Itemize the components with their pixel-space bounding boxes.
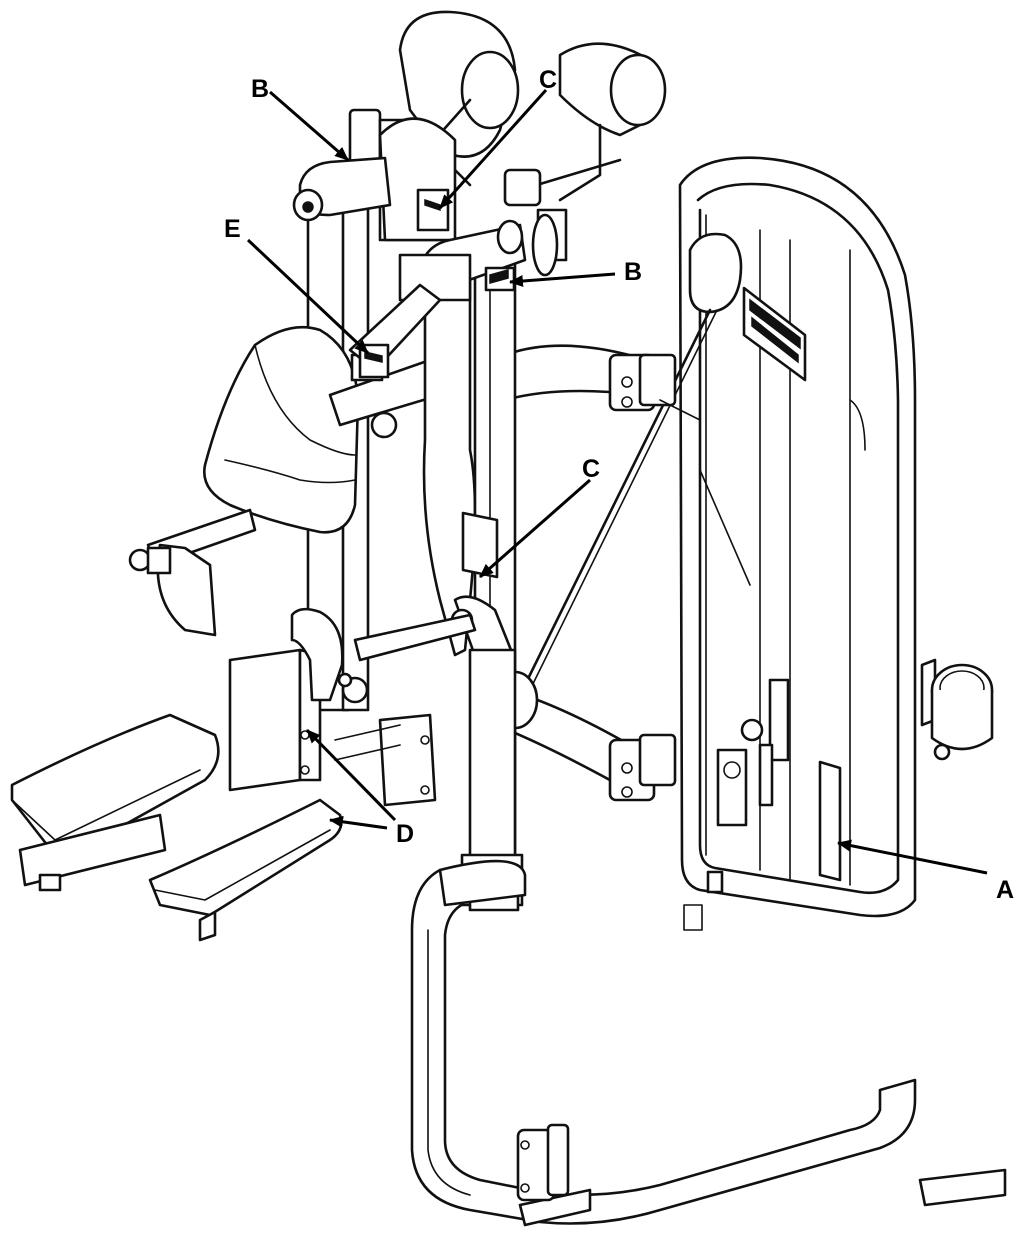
callout-label-e: E (224, 215, 241, 243)
weight-stack-tower (678, 156, 994, 931)
leg-assembly (10, 607, 477, 942)
callout-label-c-top: C (539, 66, 557, 94)
callout-label-d: D (396, 820, 414, 848)
callout-arrows (246, 88, 988, 875)
front-upright (348, 219, 539, 912)
curved-rail (503, 344, 701, 802)
callout-label-b-right: B (624, 258, 642, 286)
callout-label-c-mid: C (582, 455, 600, 483)
base-frame (410, 863, 1007, 1227)
cable (518, 308, 712, 697)
seat (128, 325, 442, 637)
callout-label-b-top: B (251, 75, 269, 103)
callout-label-a: A (996, 876, 1014, 904)
